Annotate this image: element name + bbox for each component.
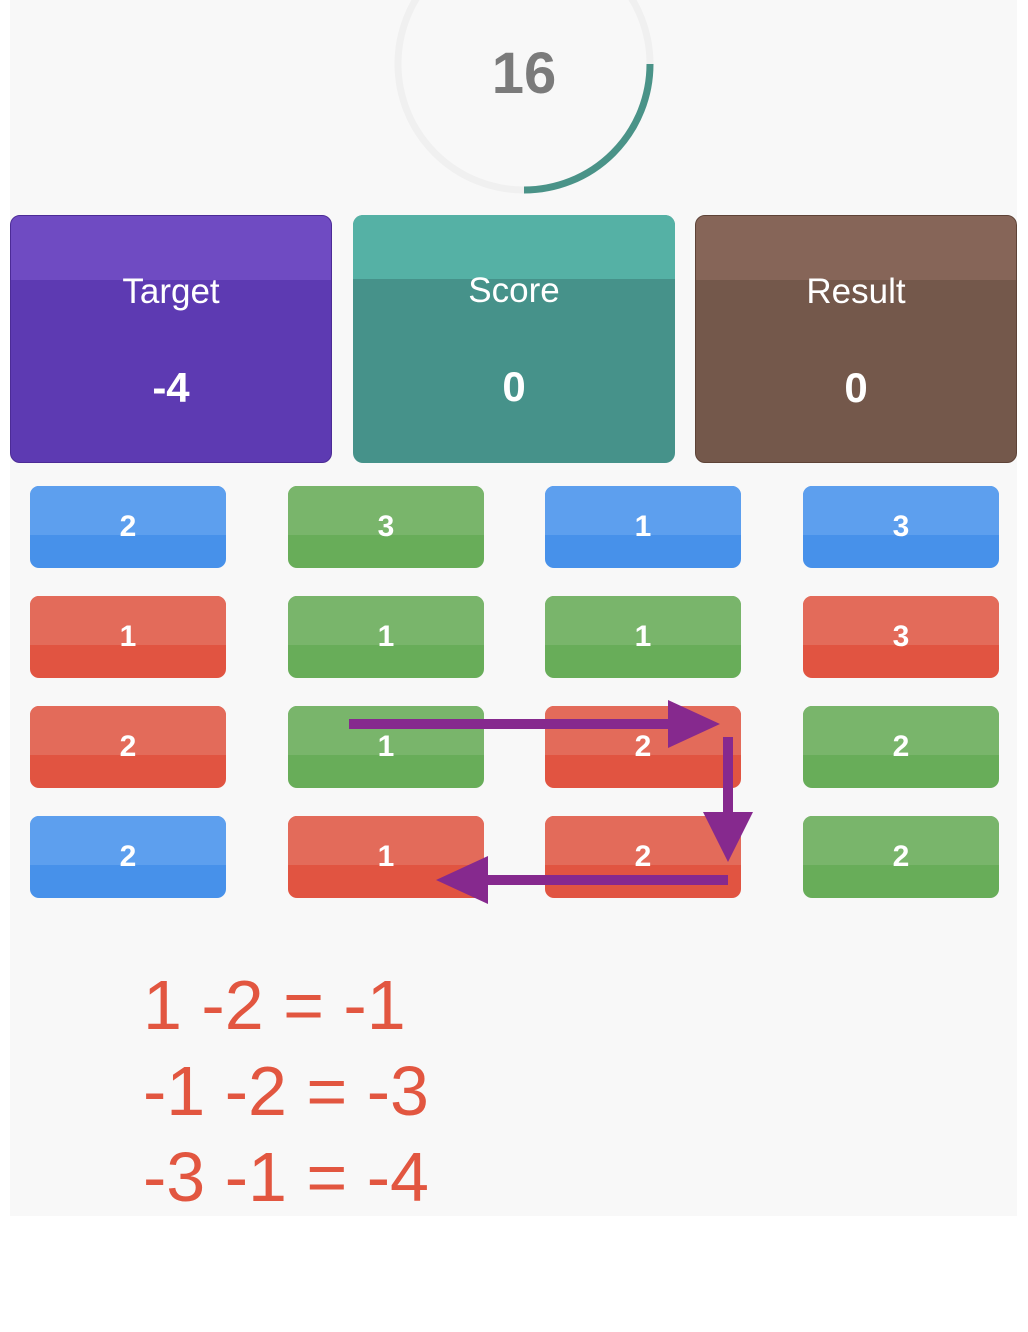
equation-line: -1 -2 = -3: [143, 1052, 429, 1130]
tile-highlight: [30, 596, 226, 645]
target-card-band: [11, 216, 331, 280]
tile-highlight: [803, 706, 999, 755]
timer-ring: [394, 0, 654, 194]
tile-highlight: [545, 596, 741, 645]
game-screen: 16 Target -4 Score 0 Result 0 2 3 1 3 1 1 1 3 2 1…: [10, 0, 1017, 1216]
tile-highlight: [30, 486, 226, 535]
timer-value: 16: [491, 41, 557, 106]
score-card-band: [353, 215, 675, 279]
number-tile[interactable]: 3: [803, 486, 999, 568]
target-label: Target: [122, 272, 220, 311]
number-tile[interactable]: 1: [288, 706, 484, 788]
tile-value: 3: [892, 620, 910, 653]
tile-value: 2: [119, 510, 137, 543]
tile-value: 1: [634, 510, 652, 543]
score-label: Score: [468, 271, 560, 310]
number-tile[interactable]: 1: [30, 596, 226, 678]
tile-value: 1: [377, 620, 395, 653]
number-tile[interactable]: 2: [30, 816, 226, 898]
tile-value: 1: [119, 620, 137, 653]
timer-progress-arc: [523, 63, 654, 194]
tile-value: 2: [892, 730, 910, 763]
score-card: Score 0: [353, 215, 675, 463]
equation-line: -3 -1 = -4: [143, 1138, 429, 1216]
result-label: Result: [806, 272, 906, 311]
result-card-band: [696, 216, 1016, 280]
number-tile[interactable]: 3: [803, 596, 999, 678]
countdown-timer: 16: [390, 0, 658, 198]
number-tile[interactable]: 1: [288, 816, 484, 898]
result-value: 0: [844, 364, 868, 411]
result-card: Result 0: [695, 215, 1017, 463]
tile-value: 2: [119, 840, 137, 873]
number-tile[interactable]: 2: [30, 706, 226, 788]
tile-highlight: [288, 596, 484, 645]
tile-value: 2: [892, 840, 910, 873]
score-value: 0: [502, 363, 526, 410]
tile-value: 1: [377, 730, 395, 763]
number-tile[interactable]: 2: [545, 816, 741, 898]
tile-highlight: [803, 596, 999, 645]
tile-value: 3: [892, 510, 910, 543]
tile-value: 1: [634, 620, 652, 653]
number-tile[interactable]: 2: [30, 486, 226, 568]
tile-value: 3: [377, 510, 395, 543]
tile-value: 2: [634, 730, 652, 763]
tile-highlight: [288, 486, 484, 535]
tile-value: 1: [377, 840, 395, 873]
tile-value: 2: [634, 840, 652, 873]
target-card: Target -4: [10, 215, 332, 463]
number-tile[interactable]: 1: [288, 596, 484, 678]
equation-line: 1 -2 = -1: [143, 966, 406, 1044]
equations-list: 1 -2 = -1 -1 -2 = -3 -3 -1 = -4: [143, 962, 429, 1220]
number-tile[interactable]: 3: [288, 486, 484, 568]
number-tile[interactable]: 1: [545, 486, 741, 568]
number-tile[interactable]: 2: [803, 816, 999, 898]
tile-value: 2: [119, 730, 137, 763]
tile-highlight: [30, 706, 226, 755]
number-tile[interactable]: 2: [545, 706, 741, 788]
number-tile[interactable]: 1: [545, 596, 741, 678]
tile-highlight: [803, 486, 999, 535]
tile-highlight: [545, 486, 741, 535]
tile-highlight: [803, 816, 999, 865]
tile-highlight: [30, 816, 226, 865]
number-tile[interactable]: 2: [803, 706, 999, 788]
tile-highlight: [288, 706, 484, 755]
target-value: -4: [152, 364, 190, 411]
